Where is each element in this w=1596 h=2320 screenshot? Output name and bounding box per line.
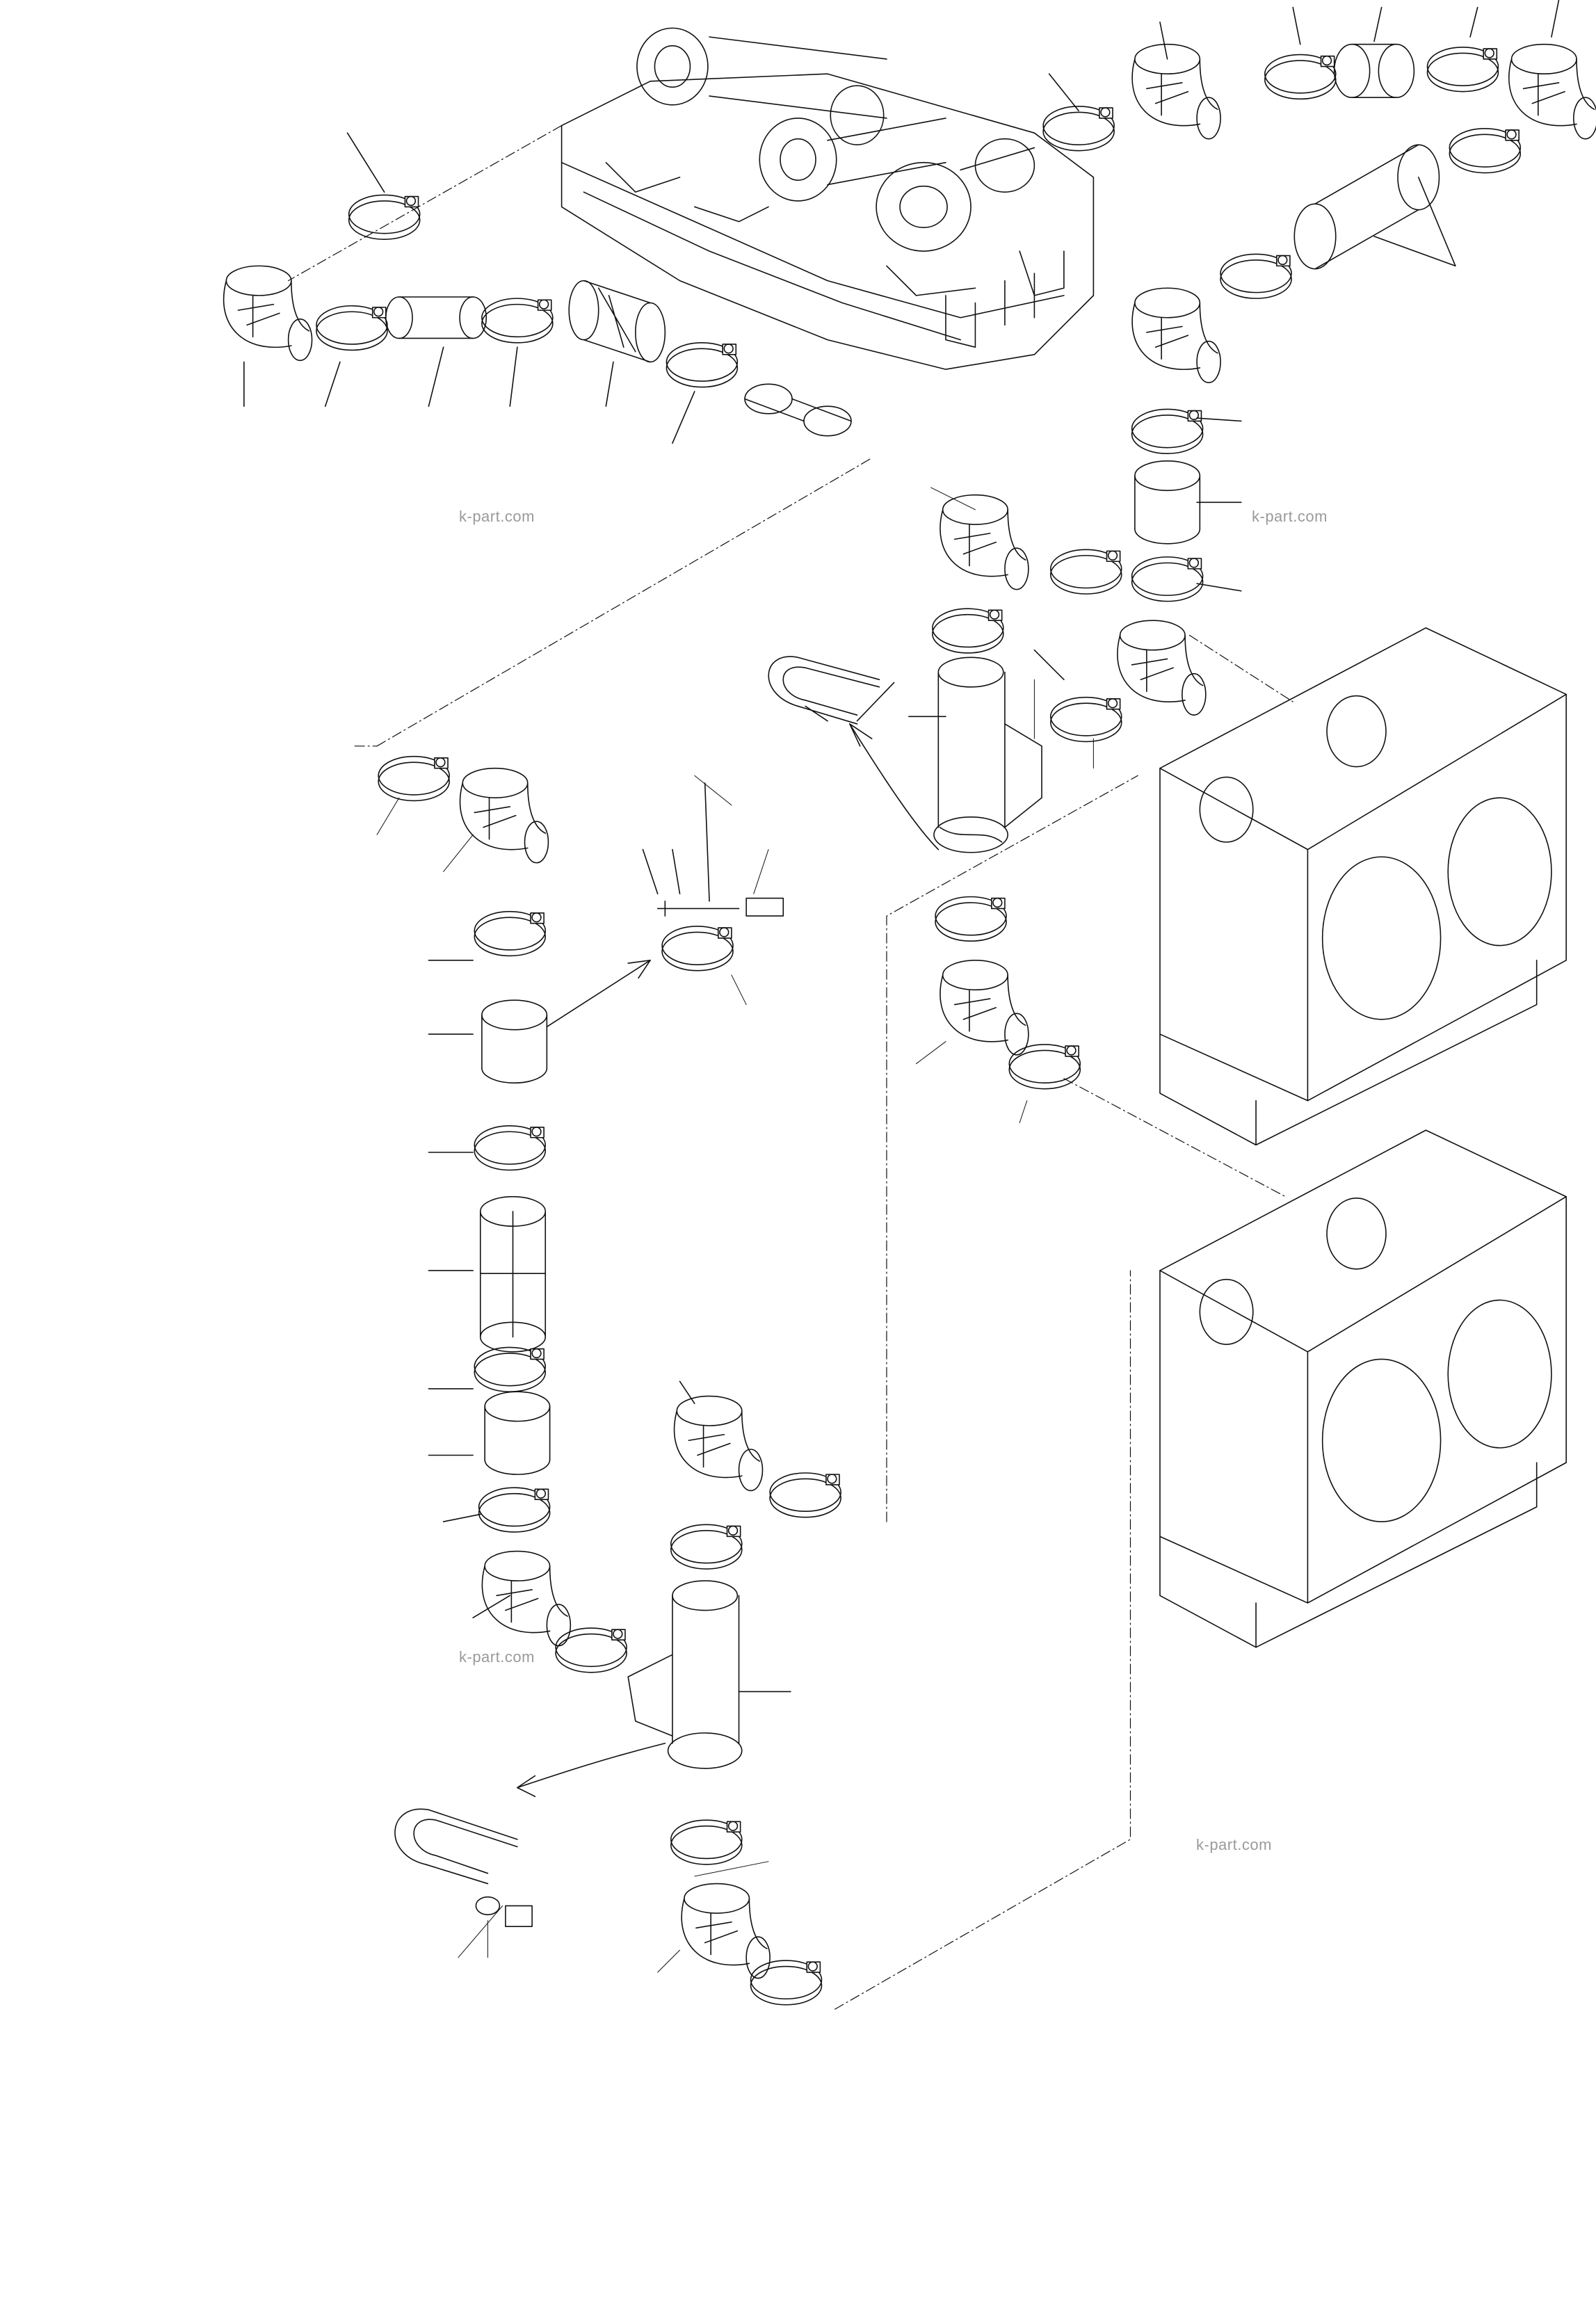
cross-hose: [481, 1197, 545, 1352]
bracket-detail: [643, 783, 783, 972]
u-bolt-lower: [395, 1809, 532, 1926]
watermark-upper-left: k-part.com: [459, 508, 535, 525]
hose-chain-top-left: [222, 133, 851, 443]
hose-chain-top-right: [1042, 0, 1596, 743]
turbocharger-right: [876, 139, 1034, 251]
aftercooler-lower: [1160, 1130, 1566, 1648]
aftercooler-upper: [1160, 628, 1566, 1145]
long-hose-right: [1294, 145, 1439, 268]
arrow-upper: [850, 724, 938, 850]
leader-lines: [377, 488, 1093, 1972]
coupling-sleeve-top: [1335, 45, 1414, 97]
turbocharger-center: [759, 86, 946, 201]
arrow-lower: [517, 1743, 665, 1788]
u-bolt-upper: [768, 656, 894, 724]
t-piece-upper: [909, 493, 1123, 1090]
straight-hose: [569, 281, 665, 362]
turbocharger-left: [637, 28, 887, 118]
t-piece-lower: [628, 1381, 842, 2006]
watermark-lower-left: k-part.com: [459, 1648, 535, 1666]
coupling-sleeve: [386, 297, 486, 338]
short-sleeve: [745, 384, 851, 435]
watermark-upper-right: k-part.com: [1252, 508, 1328, 525]
engine-block: [562, 28, 1094, 369]
connection-lines: [289, 126, 1293, 2010]
arrow-middle: [547, 960, 650, 1027]
watermark-lower-right: k-part.com: [1196, 1836, 1272, 1853]
hose-column-left: [377, 755, 628, 1674]
